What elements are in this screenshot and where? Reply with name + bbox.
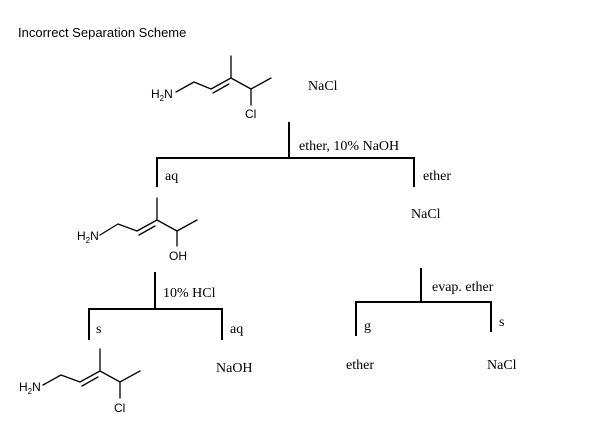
step3-reagent: evap. ether	[432, 280, 494, 295]
step2-separation: 10% HCl s aq NaOH	[88, 272, 253, 376]
step1-right-product: NaCl	[411, 207, 441, 222]
starting-amine-chloride: H2N Cl	[151, 55, 272, 121]
step1-reagent: ether, 10% NaOH	[299, 139, 399, 154]
chlorine-label: Cl	[114, 401, 125, 415]
carbon-skeleton-bonds	[42, 348, 141, 399]
final-amine-chloride: H2N Cl	[19, 348, 141, 415]
step3-separation: evap. ether g s ether NaCl	[346, 268, 517, 373]
amine-label: H2N	[77, 229, 99, 245]
step2-right-phase: aq	[230, 322, 243, 337]
alkene-double-bond	[212, 83, 230, 94]
amine-label: H2N	[151, 87, 173, 103]
hydroxyl-label: OH	[169, 249, 187, 263]
alkene-double-bond	[138, 225, 156, 236]
carbon-skeleton-bonds	[99, 197, 198, 247]
amine-label: H2N	[19, 380, 41, 396]
step3-left-product: ether	[346, 358, 374, 373]
step2-reagent: 10% HCl	[163, 286, 216, 301]
step2-left-phase: s	[96, 322, 101, 337]
step3-left-phase: g	[364, 319, 371, 334]
step1-separation: ether, 10% NaOH aq ether NaCl	[156, 122, 451, 222]
scheme-title: Incorrect Separation Scheme	[18, 25, 187, 40]
carbon-skeleton-bonds	[175, 55, 272, 106]
step3-right-phase: s	[499, 315, 504, 330]
step1-right-layer: ether	[423, 169, 451, 184]
step1-left-layer: aq	[165, 169, 178, 184]
chlorine-label: Cl	[245, 107, 256, 121]
starting-salt-label: NaCl	[308, 79, 338, 94]
alkene-double-bond	[81, 376, 99, 387]
step3-right-product: NaCl	[487, 358, 517, 373]
amine-alcohol: H2N OH	[77, 197, 198, 263]
step2-right-product: NaOH	[216, 361, 253, 376]
